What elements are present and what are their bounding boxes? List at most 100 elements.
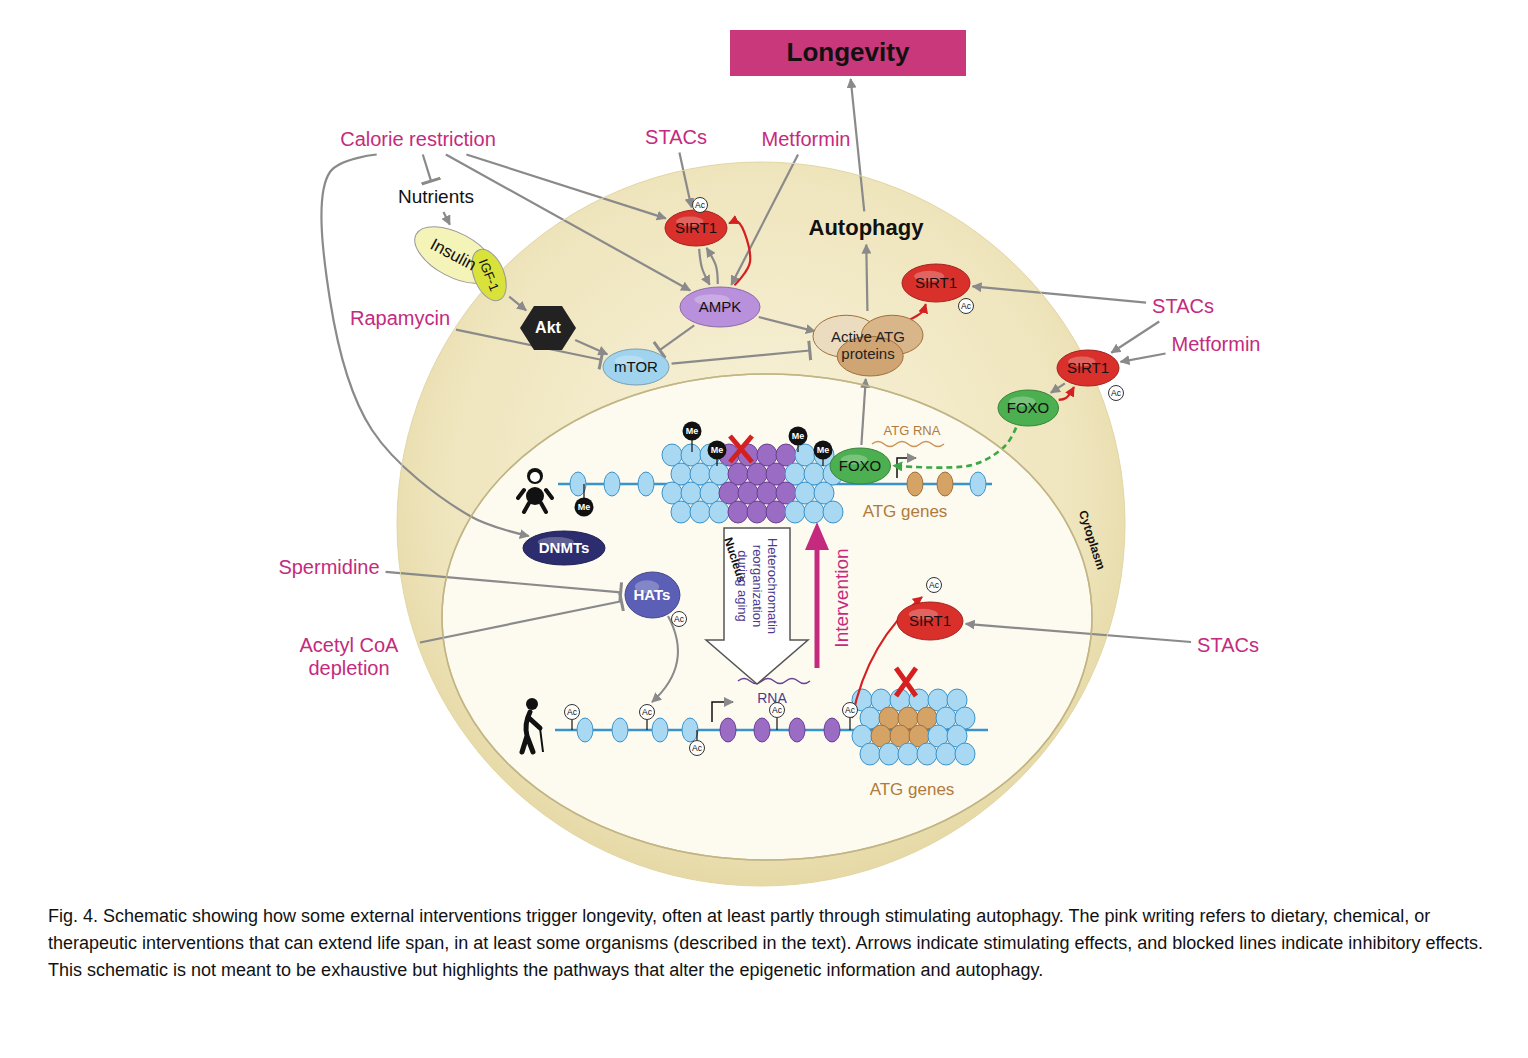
kinase-hexagon: Akt	[520, 306, 576, 350]
node-text: Autophagy	[809, 215, 924, 240]
process-label: Autophagy	[806, 214, 927, 241]
intervention-label: Calorie restriction	[337, 127, 499, 152]
node-text: Rapamycin	[350, 307, 450, 330]
heterochromatin-nucleosome	[671, 501, 691, 523]
activation-connector	[851, 79, 865, 211]
walking-cane	[540, 728, 543, 752]
intervention-arrow	[815, 548, 820, 668]
heterochromatin-nucleosome	[709, 501, 729, 523]
acetyl-mark: Ac	[692, 197, 708, 213]
inhibition-connector	[423, 155, 431, 182]
ellipse-fill	[523, 531, 605, 565]
node-text: mTOR	[614, 358, 658, 375]
mark-stem	[646, 720, 647, 730]
cell-outline: CytoplasmSIRT1AktAMPKAutophagySIRT1mTORA…	[397, 162, 1125, 886]
ellipse-fill	[603, 349, 669, 385]
enzyme-ellipse: HATs	[625, 572, 680, 618]
active-nucleosome	[754, 718, 770, 742]
intervention-label: Acetyl CoA depletion	[281, 633, 417, 681]
protein-ellipse: SIRT1	[902, 264, 970, 302]
activation-connector	[973, 286, 1147, 302]
atg-nucleosome	[907, 472, 923, 496]
node-text: Calorie restriction	[340, 128, 496, 151]
node-text: AMPK	[699, 298, 742, 315]
node-text: Acetyl CoA depletion	[284, 634, 414, 680]
transcription-factor: FOXO	[830, 448, 891, 484]
acetyl-mark: Ac	[958, 298, 974, 314]
activation-connector	[1059, 387, 1074, 400]
acetyl-mark: Ac	[1108, 385, 1124, 401]
node-text-group: STACs	[1152, 295, 1214, 318]
intervention-label: STACs	[642, 125, 710, 150]
node-text-group: SIRT1	[909, 612, 951, 629]
nucleosome	[638, 472, 654, 496]
intervention-label: STACs	[1194, 633, 1262, 658]
acetyl-mark: Ac	[639, 704, 655, 720]
activation-connector	[1121, 353, 1166, 361]
chromatin-young	[558, 436, 992, 523]
annotation-label: ATG genes	[870, 780, 955, 800]
node-shape	[397, 162, 1125, 886]
activation-connector	[466, 155, 665, 219]
node-text-group: Active ATG proteins	[822, 328, 914, 363]
node-text-group: HATs	[634, 586, 671, 603]
baby-face	[530, 472, 540, 482]
nucleosome	[604, 472, 620, 496]
cytoplasm-fill	[397, 162, 1125, 886]
nucleosome	[652, 718, 668, 742]
acetyl-mark: Ac	[689, 740, 705, 756]
enzyme-ellipse: DNMTs	[523, 531, 605, 565]
node-text: FOXO	[839, 457, 882, 474]
intervention-label: STACs	[1149, 294, 1217, 319]
inhibition-connector	[660, 325, 695, 350]
heterochromatin-nucleosome	[690, 501, 710, 523]
acetyl-mark: Ac	[926, 577, 942, 593]
activation-connector	[509, 297, 526, 311]
mark-stem	[696, 730, 697, 740]
heterochromatin-nucleosome	[936, 743, 956, 765]
annotation-label: Intervention	[831, 548, 853, 647]
annotation-label: ATG genes	[863, 502, 948, 522]
node-text-group: Rapamycin	[350, 307, 450, 330]
nucleosome	[612, 718, 628, 742]
node-text-group: Metformin	[762, 128, 851, 151]
heterochromatin-nucleosome	[728, 501, 748, 523]
ellipse-fill	[1057, 350, 1119, 386]
node-text-group: Nutrients	[398, 186, 474, 208]
inhibition-connector	[386, 572, 621, 592]
mark-stem	[571, 720, 572, 730]
node-text-group: Longevity	[787, 38, 910, 68]
node-text-group: DNMTs	[539, 539, 590, 556]
node-text: Nutrients	[398, 186, 474, 208]
outcome-box: Longevity	[730, 30, 966, 76]
node-text: FOXO	[1007, 399, 1050, 416]
nucleosome	[970, 472, 986, 496]
activation-connector	[699, 249, 710, 285]
node-text: STACs	[1152, 295, 1214, 318]
node-text-group: SIRT1	[915, 274, 957, 291]
node-text: STACs	[1197, 634, 1259, 657]
heterochromatin-nucleosome	[823, 501, 843, 523]
inhibition-connector	[672, 351, 810, 364]
heterochromatin-nucleosome	[804, 501, 824, 523]
ellipse-fill	[897, 602, 963, 640]
intervention-label: Rapamycin	[347, 306, 453, 331]
activation-connector	[729, 221, 750, 285]
heterochromatin-nucleosome	[860, 743, 880, 765]
activation-connector	[707, 248, 718, 284]
activation-connector	[575, 340, 607, 354]
node-text: Longevity	[787, 38, 910, 68]
activation-connector	[443, 212, 449, 225]
promoter-arrow	[712, 702, 733, 722]
activation-connector	[731, 155, 798, 285]
node-text: SIRT1	[915, 274, 957, 291]
methyl-mark: Me	[575, 498, 594, 517]
blocked-cross	[730, 436, 752, 462]
acetyl-mark: Ac	[671, 611, 687, 627]
active-nucleosome	[789, 718, 805, 742]
node-text: Active ATG proteins	[822, 328, 914, 363]
mark-stem	[849, 718, 850, 730]
protein-ellipse: SIRT1	[1057, 350, 1119, 386]
